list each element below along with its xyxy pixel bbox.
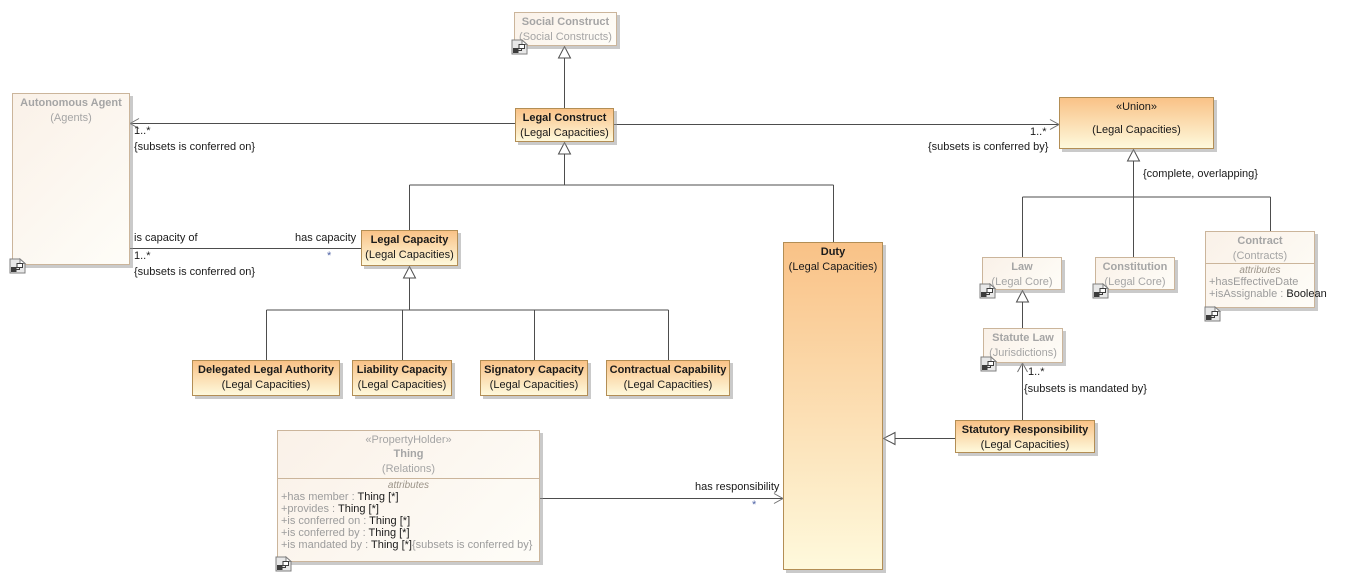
association-legalconstruct-union bbox=[614, 119, 1061, 130]
generalization-statutelaw-law bbox=[1015, 289, 1030, 328]
class-signatory-capacity[interactable]: Signatory Capacity (Legal Capacities) bbox=[480, 360, 588, 396]
constraint-label: {subsets is conferred on} bbox=[134, 141, 256, 153]
multiplicity-label: 1..* bbox=[1030, 126, 1047, 138]
multiplicity-label: 1..* bbox=[134, 250, 151, 262]
class-package: (Legal Core) bbox=[991, 276, 1053, 288]
class-name: Signatory Capacity bbox=[484, 364, 584, 376]
class-package: (Legal Core) bbox=[1104, 276, 1166, 288]
class-name: Social Construct bbox=[521, 16, 610, 28]
constraint-label: {subsets is conferred by} bbox=[928, 141, 1049, 153]
multiplicity-label: 1..* bbox=[134, 125, 151, 137]
class-law[interactable]: Law (Legal Core) bbox=[982, 257, 1062, 290]
attribute-row: +has member : Thing [*] bbox=[281, 491, 399, 503]
attributes-header: attributes bbox=[387, 480, 430, 491]
class-package: (Agents) bbox=[50, 112, 92, 124]
association-thing-duty bbox=[540, 493, 785, 504]
class-package: (Jurisdictions) bbox=[989, 347, 1057, 359]
class-stereotype: «Union» bbox=[1116, 101, 1157, 113]
class-package: (Legal Capacities) bbox=[1092, 124, 1181, 136]
constraint-label: {complete, overlapping} bbox=[1143, 168, 1258, 180]
class-contractual-capability[interactable]: Contractual Capability (Legal Capacities… bbox=[606, 360, 730, 396]
attribute-row: +isAssignable : Boolean bbox=[1209, 288, 1327, 300]
multiplicity-label: 1..* bbox=[1028, 366, 1045, 378]
external-element-icon bbox=[9, 258, 27, 274]
class-package: (Legal Capacities) bbox=[357, 379, 447, 391]
class-delegated-legal-authority[interactable]: Delegated Legal Authority (Legal Capacit… bbox=[192, 360, 340, 396]
constraint-label: {subsets is mandated by} bbox=[1024, 383, 1147, 395]
class-package: (Legal Capacities) bbox=[623, 379, 713, 391]
class-name: Liability Capacity bbox=[356, 364, 448, 376]
class-package: (Legal Capacities) bbox=[980, 439, 1070, 451]
attribute-row: +is mandated by : Thing [*]{subsets is c… bbox=[281, 539, 533, 551]
attributes-header: attributes bbox=[1239, 265, 1281, 276]
role-label: has capacity bbox=[295, 232, 357, 244]
class-name: Legal Capacity bbox=[370, 234, 449, 246]
external-element-icon bbox=[511, 39, 529, 55]
class-liability-capacity[interactable]: Liability Capacity (Legal Capacities) bbox=[352, 360, 452, 396]
class-name: Duty bbox=[820, 246, 846, 258]
class-contract[interactable]: Contract (Contracts) attributes +hasEffe… bbox=[1205, 231, 1327, 308]
class-name: Thing bbox=[393, 448, 424, 460]
class-name: Delegated Legal Authority bbox=[198, 364, 334, 376]
generalization-statresp-duty bbox=[882, 431, 955, 446]
role-label: has responsibility bbox=[695, 481, 780, 493]
class-social-construct[interactable]: Social Construct (Social Constructs) bbox=[514, 12, 617, 46]
class-union[interactable]: «Union» (Legal Capacities) bbox=[1059, 97, 1214, 149]
class-package: (Relations) bbox=[381, 463, 436, 475]
class-thing[interactable]: «PropertyHolder» Thing (Relations) attri… bbox=[277, 430, 540, 562]
attribute-row: +is conferred on : Thing [*] bbox=[281, 515, 411, 527]
class-legal-capacity[interactable]: Legal Capacity (Legal Capacities) bbox=[361, 230, 458, 266]
class-name: Legal Construct bbox=[522, 112, 607, 124]
generalization-tree-legalcapacity bbox=[266, 265, 669, 360]
class-constitution[interactable]: Constitution (Legal Core) bbox=[1095, 257, 1175, 290]
class-package: (Contracts) bbox=[1232, 250, 1288, 262]
generalization-tree-union bbox=[1022, 148, 1271, 257]
class-name: Statutory Responsibility bbox=[961, 424, 1089, 436]
class-stereotype: «PropertyHolder» bbox=[365, 434, 452, 446]
attribute-row: +is conferred by : Thing [*] bbox=[281, 527, 410, 539]
class-name: Autonomous Agent bbox=[20, 97, 122, 109]
generalization-tree-legalconstruct bbox=[409, 141, 834, 242]
external-element-icon bbox=[1204, 306, 1222, 322]
class-name: Contract bbox=[1237, 235, 1283, 247]
generalization-legalconstruct-socialconstruct bbox=[557, 45, 572, 108]
attributes-compartment: attributes +hasEffectiveDate +isAssignab… bbox=[1206, 263, 1327, 300]
multiplicity-label: * bbox=[752, 499, 757, 511]
class-package: (Social Constructs) bbox=[519, 31, 612, 43]
class-name: Law bbox=[1011, 261, 1033, 273]
external-element-icon bbox=[979, 283, 997, 299]
class-package: (Legal Capacities) bbox=[365, 249, 454, 261]
class-package: (Legal Capacities) bbox=[788, 261, 878, 273]
class-package: (Legal Capacities) bbox=[221, 379, 311, 391]
class-duty[interactable]: Duty (Legal Capacities) bbox=[783, 242, 883, 570]
class-package: (Legal Capacities) bbox=[489, 379, 579, 391]
multiplicity-label: * bbox=[327, 250, 332, 262]
class-autonomous-agent[interactable]: Autonomous Agent (Agents) bbox=[12, 93, 130, 265]
class-statute-law[interactable]: Statute Law (Jurisdictions) bbox=[983, 328, 1063, 363]
association-legalconstruct-agent bbox=[128, 118, 515, 129]
attributes-compartment: attributes +has member : Thing [*] +prov… bbox=[278, 478, 539, 551]
class-name: Contractual Capability bbox=[609, 364, 727, 376]
attribute-row: +hasEffectiveDate bbox=[1209, 276, 1299, 288]
class-name: Statute Law bbox=[992, 332, 1054, 344]
role-label: is capacity of bbox=[134, 232, 198, 244]
association-statresp-statutelaw bbox=[1017, 361, 1028, 420]
attribute-row: +provides : Thing [*] bbox=[281, 503, 379, 515]
class-package: (Legal Capacities) bbox=[520, 127, 609, 139]
external-element-icon bbox=[980, 356, 998, 372]
class-name: Constitution bbox=[1102, 261, 1168, 273]
external-element-icon bbox=[275, 556, 293, 572]
constraint-label: {subsets is conferred on} bbox=[134, 266, 256, 278]
class-statutory-responsibility[interactable]: Statutory Responsibility (Legal Capaciti… bbox=[955, 420, 1095, 453]
class-legal-construct[interactable]: Legal Construct (Legal Capacities) bbox=[515, 108, 614, 142]
external-element-icon bbox=[1092, 283, 1110, 299]
